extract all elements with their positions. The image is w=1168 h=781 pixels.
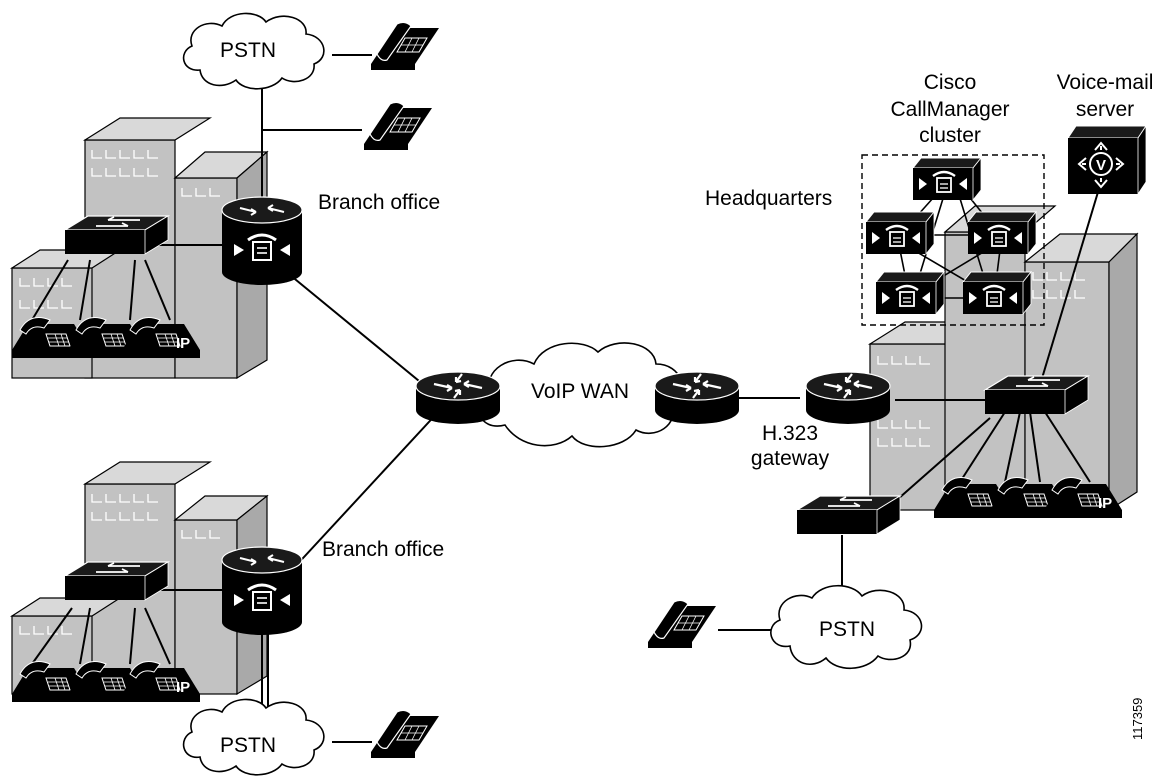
hq-router-icon — [804, 370, 892, 426]
callmanager-server-icon — [966, 210, 1038, 256]
branch-switch-top — [64, 215, 169, 255]
branch-voice-router-bottom — [220, 545, 304, 637]
pstn-cloud-bottom-left — [182, 698, 325, 776]
pstn-right-label: PSTN — [819, 618, 875, 641]
analog-phone-icon — [647, 599, 717, 649]
callmanager-server-icon — [874, 270, 946, 316]
callmanager-label-line3: cluster — [919, 124, 981, 147]
branch-switch-bottom — [64, 561, 169, 601]
ip-badge-bottom: IP — [176, 679, 190, 696]
pstn-cloud-top — [182, 12, 325, 90]
ip-badge-top: IP — [176, 335, 190, 352]
callmanager-server-icon — [961, 270, 1033, 316]
pstn-cloud-right — [770, 585, 923, 669]
h323-label-line1: H.323 — [762, 422, 818, 445]
hq-switch-main — [984, 375, 1089, 415]
analog-phone-icon — [363, 101, 433, 151]
callmanager-cluster-boundary — [861, 154, 1045, 326]
analog-phone-icon — [370, 709, 440, 759]
callmanager-label-line2: CallManager — [890, 98, 1009, 121]
voicemail-label-line2: server — [1076, 98, 1134, 121]
branch-voice-router-top — [220, 195, 304, 287]
headquarters-label: Headquarters — [705, 187, 832, 210]
voicemail-symbol: V — [1096, 157, 1106, 174]
building-branch-top — [9, 117, 269, 380]
analog-phone-icon — [370, 21, 440, 71]
callmanager-server-icon — [864, 210, 936, 256]
pstn-bottom-left-label: PSTN — [220, 734, 276, 757]
callmanager-server-icon — [911, 156, 983, 202]
pstn-top-label: PSTN — [220, 39, 276, 62]
voip-wan-label: VoIP WAN — [531, 380, 629, 403]
voicemail-label-line1: Voice-mail — [1057, 71, 1154, 94]
figure-id: 117359 — [1130, 698, 1145, 740]
h323-label-line2: gateway — [751, 447, 830, 470]
voip-wan-cloud — [478, 342, 683, 448]
branch-office-bottom-label: Branch office — [322, 538, 444, 561]
voicemail-server-icon: V — [1067, 124, 1147, 196]
wan-router-h323-icon — [653, 370, 741, 426]
hq-switch-pstn — [796, 495, 901, 535]
wan-router-branch-icon — [414, 370, 502, 426]
branch-office-top-label: Branch office — [318, 191, 440, 214]
ip-badge-hq: IP — [1098, 495, 1112, 512]
callmanager-label-line1: Cisco — [924, 71, 977, 94]
